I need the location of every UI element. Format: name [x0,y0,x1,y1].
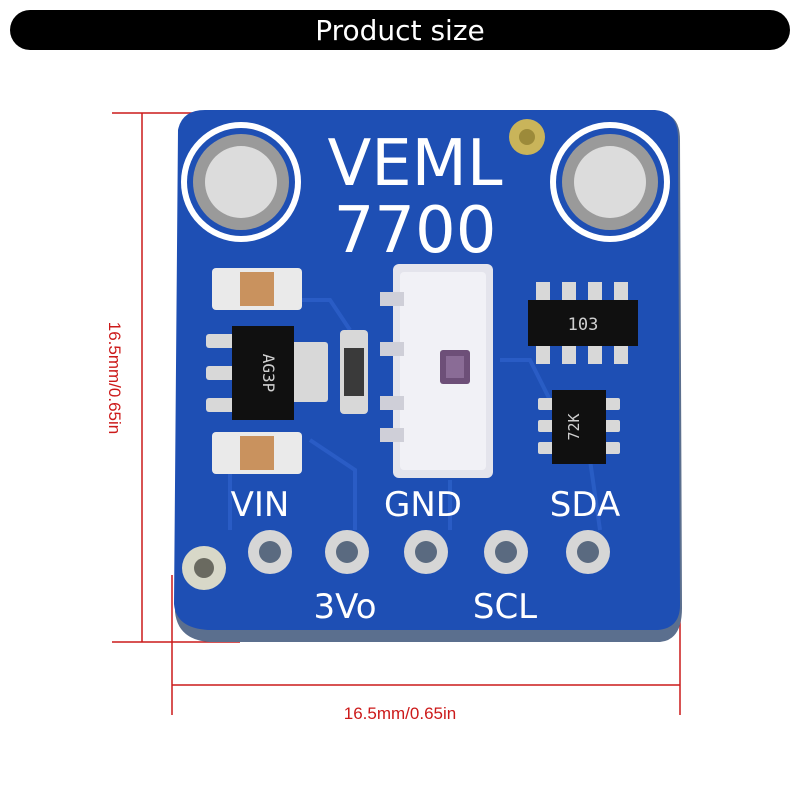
header-pin [248,530,292,574]
header-pin [566,530,610,574]
voltage-regulator-chip: AG3P [206,326,328,420]
mounting-hole-left [181,122,301,242]
mosfet-marking: 72K [565,413,583,440]
mounting-hole-right [550,122,670,242]
veml7700-sensor [380,264,493,478]
regulator-marking: AG3P [259,354,278,393]
header-pins [248,530,610,574]
header-pin [484,530,528,574]
pin-label-3vo: 3Vo [313,587,376,627]
width-dimension-label: 16.5mm/0.65in [343,704,457,723]
mosfet-chip: 72K [538,390,620,464]
fiducial-bottom [182,546,226,590]
height-dimension-label: 16.5mm/0.65in [105,321,124,435]
fiducial-top [509,119,545,155]
pin-label-vin: VIN [231,485,290,525]
pin-label-scl: SCL [473,587,537,627]
pin-label-sda: SDA [550,485,620,525]
resistor-network-chip: 103 [528,282,638,364]
title-bar: Product size [10,10,790,50]
model-label-7700: 7700 [334,194,497,268]
model-label-veml: VEML [327,127,502,201]
resistor-small [340,330,368,414]
capacitor-bottom [212,432,302,474]
page-title: Product size [315,13,485,47]
header-pin [325,530,369,574]
pin-label-gnd: GND [384,485,462,525]
capacitor-top [212,268,302,310]
header-pin [404,530,448,574]
resistor-network-marking: 103 [568,315,599,335]
